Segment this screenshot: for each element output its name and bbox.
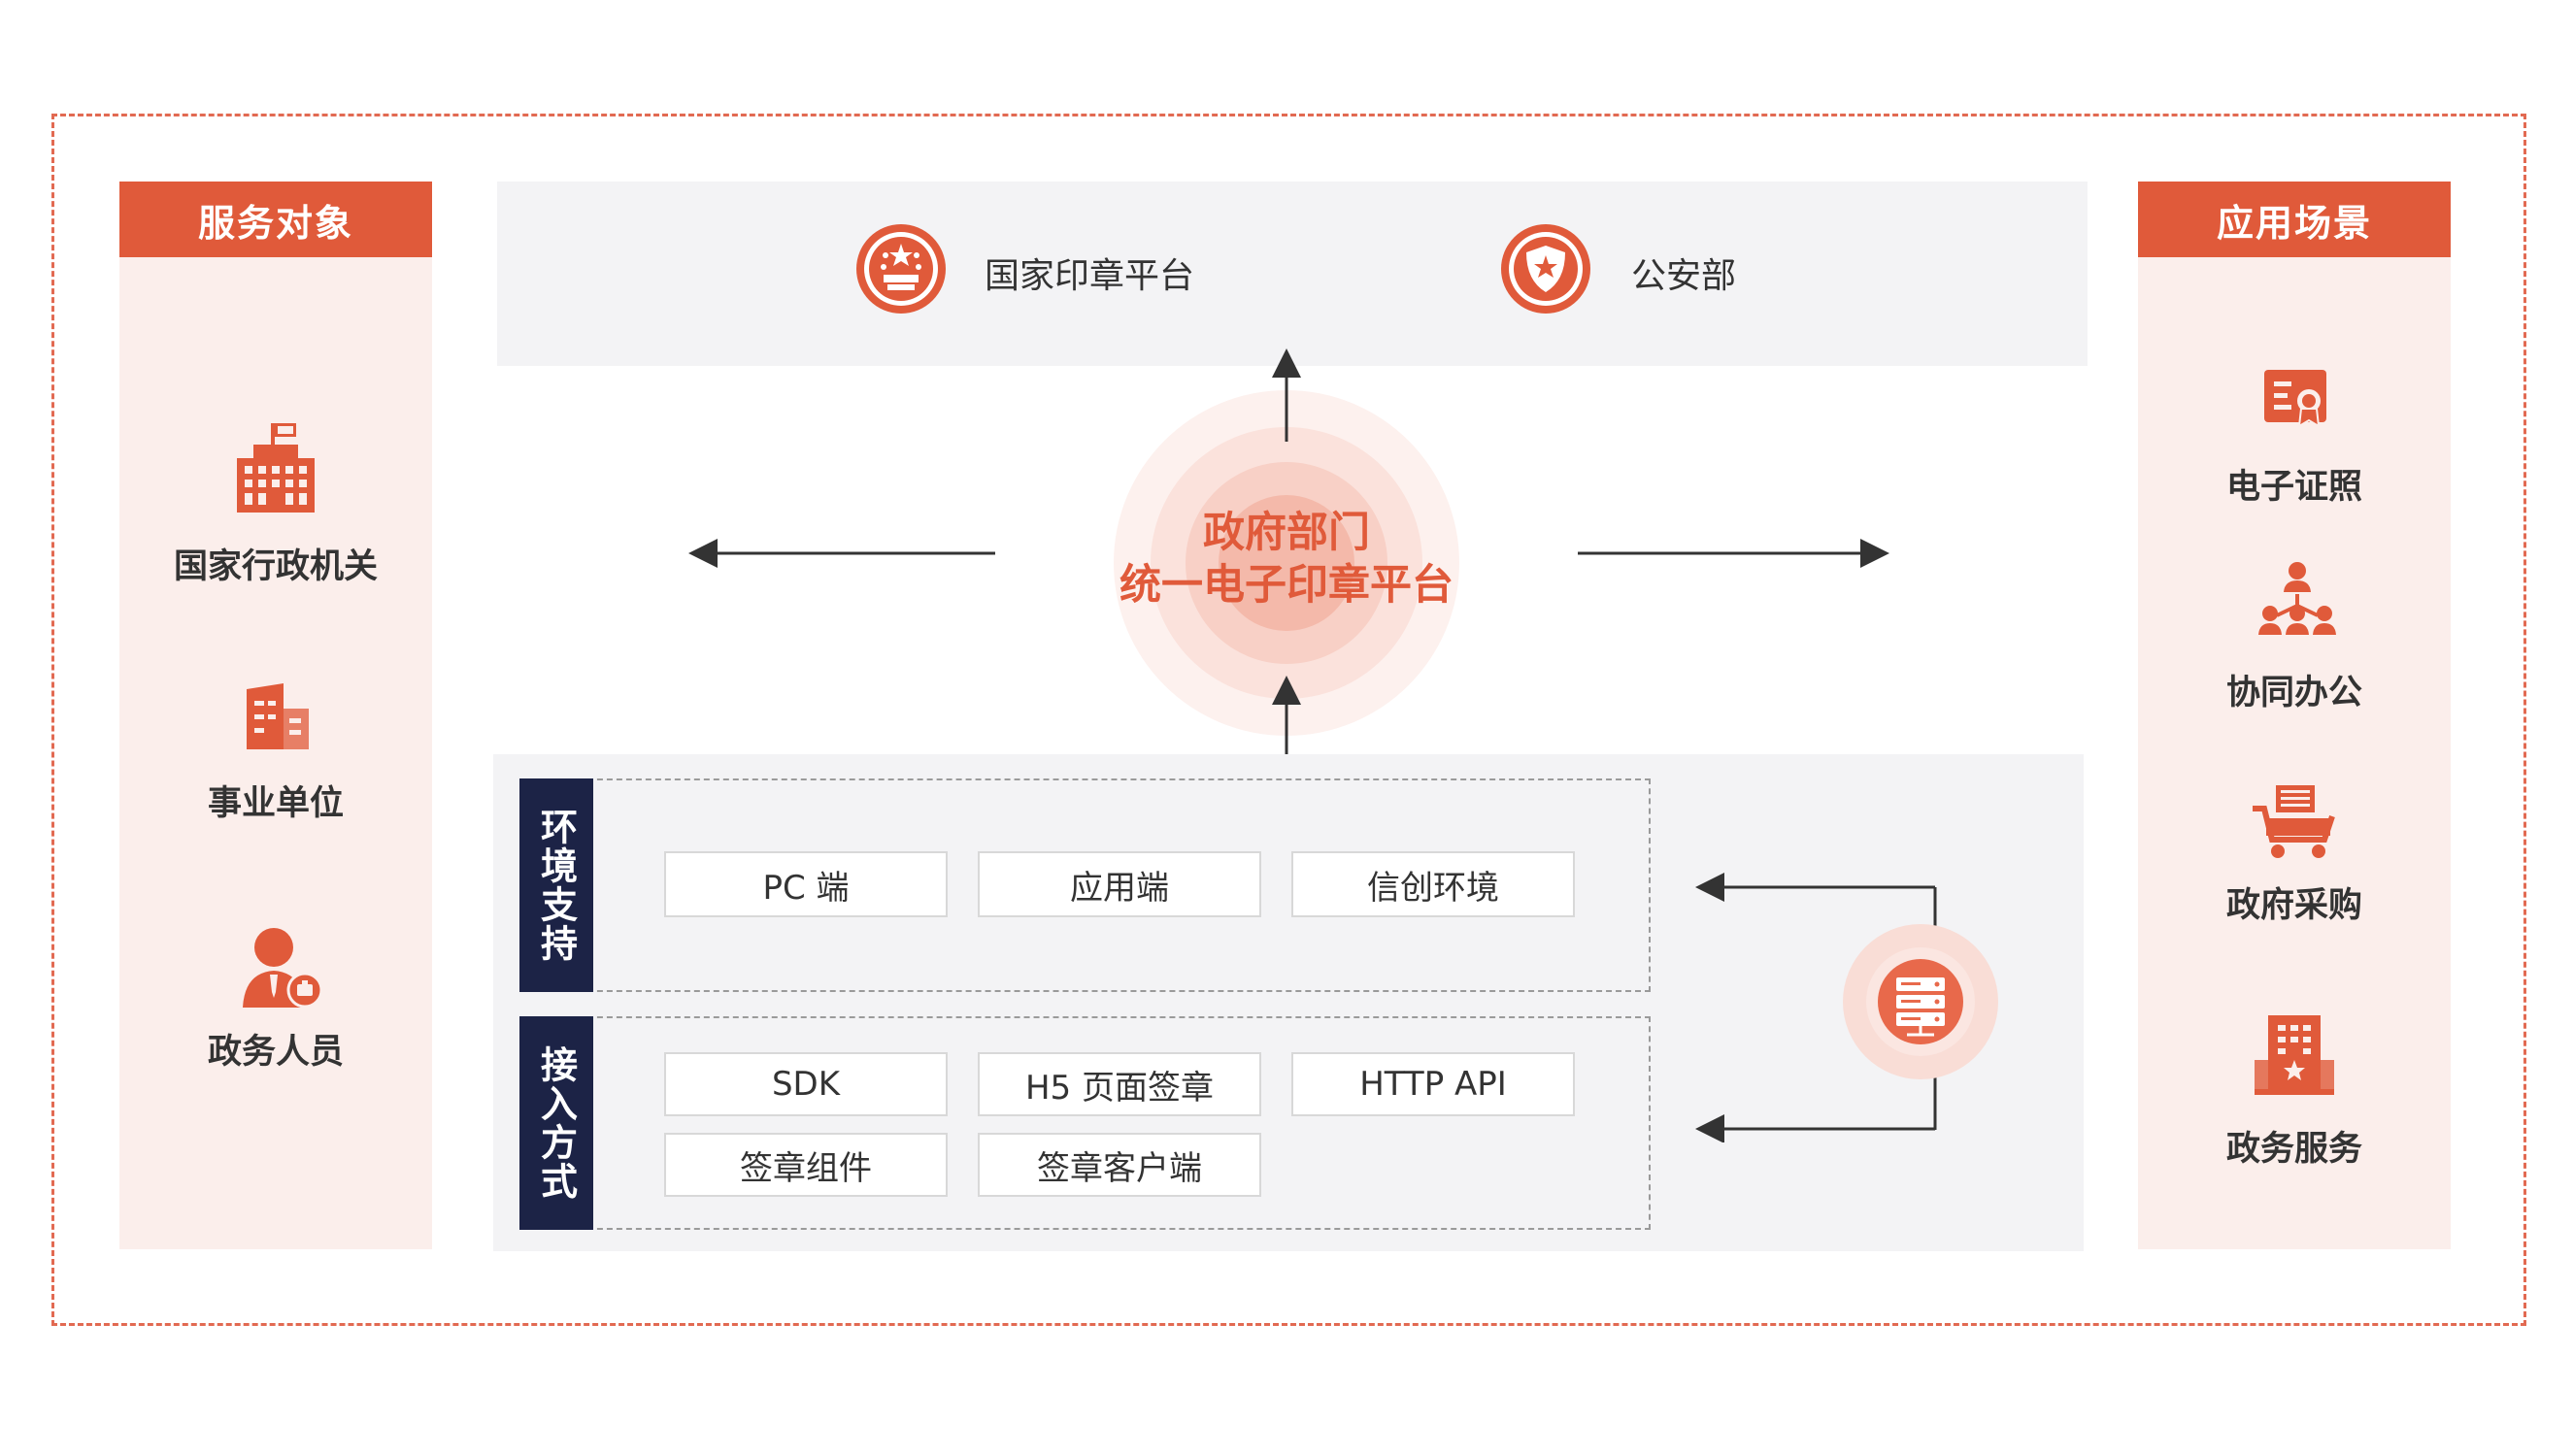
office-building-icon bbox=[237, 679, 315, 757]
server-icon bbox=[1843, 924, 1998, 1079]
chip-pc: PC 端 bbox=[664, 851, 948, 917]
national-seal-platform-label: 国家印章平台 bbox=[985, 256, 1195, 296]
chip-xinchuang: 信创环境 bbox=[1291, 851, 1575, 917]
scenario-label-collaboration: 协同办公 bbox=[2225, 674, 2362, 712]
support-access-box: 环境支持 PC 端 应用端 信创环境 接入方式 SDK H5 页面签章 HTTP… bbox=[493, 754, 2084, 1251]
chip-http-api: HTTP API bbox=[1291, 1052, 1575, 1116]
unified-platform-title: 政府部门 统一电子印章平台 bbox=[1073, 507, 1500, 612]
police-badge-icon bbox=[1499, 222, 1592, 315]
application-scenarios-panel: 应用场景 电子证照 协同办公 bbox=[2138, 182, 2451, 1249]
government-service-icon bbox=[2251, 1011, 2338, 1099]
side-item-label-staff: 政务人员 bbox=[207, 1033, 344, 1072]
government-building-icon bbox=[227, 419, 324, 516]
environment-support-frame: 环境支持 PC 端 应用端 信创环境 bbox=[519, 778, 1651, 992]
center-rings bbox=[1112, 388, 1461, 738]
service-targets-header: 服务对象 bbox=[119, 182, 432, 257]
scenario-label-gov-service: 政务服务 bbox=[2225, 1130, 2362, 1169]
access-methods-label: 接入方式 bbox=[519, 1016, 593, 1230]
side-item-label-government: 国家行政机关 bbox=[173, 547, 378, 586]
center-title-line1: 政府部门 bbox=[1203, 509, 1370, 557]
national-emblem-icon bbox=[854, 222, 948, 315]
scenario-label-e-certificate: 电子证照 bbox=[2225, 468, 2362, 507]
authority-platforms-box: 国家印章平台 公安部 bbox=[497, 182, 2088, 366]
civil-servant-icon bbox=[237, 924, 324, 1011]
chip-sdk: SDK bbox=[664, 1052, 948, 1116]
access-methods-frame: 接入方式 SDK H5 页面签章 HTTP API 签章组件 签章客户端 bbox=[519, 1016, 1651, 1230]
collaboration-icon bbox=[2256, 559, 2339, 643]
chip-h5-signing: H5 页面签章 bbox=[978, 1052, 1261, 1116]
procurement-cart-icon bbox=[2251, 783, 2338, 861]
center-title-line2: 统一电子印章平台 bbox=[1119, 561, 1454, 610]
application-scenarios-header: 应用场景 bbox=[2138, 182, 2451, 257]
side-item-label-institution: 事业单位 bbox=[207, 784, 344, 823]
chip-app: 应用端 bbox=[978, 851, 1261, 917]
e-certificate-icon bbox=[2260, 366, 2334, 434]
chip-signing-client: 签章客户端 bbox=[978, 1133, 1261, 1197]
scenario-label-procurement: 政府采购 bbox=[2225, 886, 2362, 925]
chip-signing-component: 签章组件 bbox=[664, 1133, 948, 1197]
service-targets-panel: 服务对象 国家行政机关 bbox=[119, 182, 432, 1249]
environment-support-label: 环境支持 bbox=[519, 778, 593, 992]
ministry-public-security-label: 公安部 bbox=[1631, 256, 1737, 296]
outer-frame bbox=[51, 114, 2526, 1326]
